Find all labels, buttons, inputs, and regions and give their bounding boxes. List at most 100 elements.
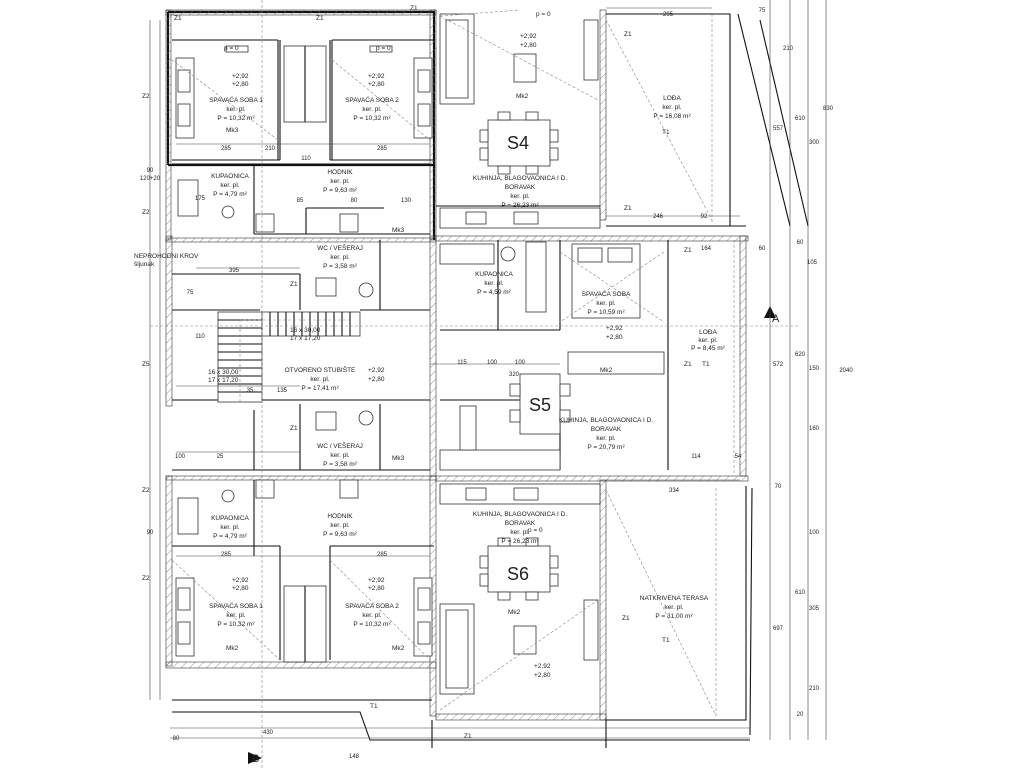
- dim-text: 2040: [839, 368, 853, 374]
- dim-text: 620: [795, 352, 806, 358]
- dim-text: 246: [653, 214, 664, 220]
- dim-text: 114: [691, 454, 701, 460]
- room-name: NATKRIVENA TERASA: [640, 595, 709, 602]
- room-name: HODNIK: [327, 513, 353, 520]
- dim-text: 300: [809, 140, 820, 146]
- p-marker: p = 0: [528, 527, 543, 534]
- room-labels: SPAVAĆA SOBA 1 ker. pl. P = 10,32 m² SPA…: [209, 95, 726, 628]
- room-name: KUPAONICA: [211, 173, 249, 180]
- room-finish: ker. pl.: [596, 300, 615, 307]
- dim-text: 90: [147, 530, 154, 536]
- room-finish: ker. pl.: [330, 452, 349, 459]
- zone-marker: Z1: [684, 247, 692, 254]
- stair-spec: 16 x 30,00: [290, 327, 321, 334]
- dim-text: 164: [701, 246, 712, 252]
- t1-marker: T1: [702, 361, 710, 368]
- room-finish: ker. pl.: [330, 254, 349, 261]
- zone-marker: Z1: [316, 15, 324, 22]
- room-area: P = 4,79 m²: [213, 191, 247, 198]
- room-area: P = 31,00 m²: [655, 613, 693, 620]
- dim-text: 285: [221, 552, 232, 558]
- room-finish: ker. pl.: [362, 612, 381, 619]
- room-name: OTVORENO STUBIŠTE: [285, 365, 356, 374]
- room-name: WC / VEŠERAJ: [317, 441, 363, 450]
- room-finish: ker. pl.: [330, 522, 349, 529]
- dim-text: 75: [759, 8, 766, 14]
- dim-text: 115: [457, 360, 467, 366]
- room-name: SPAVAĆA SOBA 2: [345, 95, 399, 104]
- p-marker: p = 0: [376, 45, 391, 52]
- room-finish: ker. pl.: [310, 376, 329, 383]
- room-area: P = 17,41 m²: [301, 385, 339, 392]
- dim-text: 20: [797, 712, 804, 718]
- dim-text: 305: [809, 606, 820, 612]
- dim-text: 210: [809, 686, 820, 692]
- dim-text: 100: [487, 360, 498, 366]
- dim-text: 395: [229, 268, 240, 274]
- dim-text: 285: [377, 552, 388, 558]
- dim-text: 85: [297, 198, 304, 204]
- room-area: P = 16,08 m²: [653, 113, 691, 120]
- dim-text: 110: [301, 156, 311, 162]
- dim-text: 557: [773, 126, 784, 132]
- dim-text: 70: [775, 484, 782, 490]
- dim-text: 148: [349, 754, 360, 760]
- section-a-marker: A: [772, 313, 780, 325]
- room-name: LOĐA: [663, 95, 681, 102]
- dim-text: 430: [263, 730, 274, 736]
- level-label: +2,80: [606, 334, 623, 341]
- stair-spec: 16 x 30,00: [208, 369, 239, 376]
- level-label: +2,92: [534, 663, 551, 670]
- room-name: SPAVAĆA SOBA 1: [209, 601, 263, 610]
- zone-marker: Z1: [624, 31, 632, 38]
- dim-text: 35: [247, 388, 254, 394]
- level-label: +2,80: [368, 81, 385, 88]
- level-label: +2,80: [520, 42, 537, 49]
- dimension-numbers: 285 210 110 285 295 246 92 164 334 100 6…: [140, 8, 853, 760]
- room-area: P = 10,32 m²: [217, 621, 255, 628]
- room-area: P = 20,79 m²: [587, 444, 625, 451]
- room-name: KUHINJA, BLAGOVAONICA I D.: [559, 417, 653, 424]
- room-area: P = 8,45 m²: [691, 345, 725, 352]
- t1-marker: T1: [370, 703, 378, 710]
- level-label: +2,80: [534, 672, 551, 679]
- dim-text: 120+20: [140, 176, 161, 182]
- dim-text: 295: [663, 12, 674, 18]
- room-finish: ker. pl.: [220, 182, 239, 189]
- zone-marker: Z1: [290, 425, 298, 432]
- dim-text: 130: [401, 198, 412, 204]
- mk-marker: Mk2: [600, 367, 613, 374]
- dim-text: 90: [147, 168, 154, 174]
- dim-text: 334: [669, 488, 680, 494]
- dim-text: 135: [277, 388, 288, 394]
- room-name: SPAVAĆA SOBA 2: [345, 601, 399, 610]
- room-name: SPAVAĆA SOBA: [582, 289, 631, 298]
- level-label: +2,80: [232, 81, 249, 88]
- dim-text: 697: [773, 626, 784, 632]
- zone-marker: Z2: [142, 209, 150, 216]
- level-label: +2,80: [368, 585, 385, 592]
- dim-text: 285: [377, 146, 388, 152]
- zone-marker: Z1: [684, 361, 692, 368]
- room-area: P = 3,58 m²: [323, 461, 357, 468]
- t1-marker: T1: [662, 637, 670, 644]
- room-area: P = 26,23 m²: [501, 538, 539, 545]
- level-label: +2,92: [368, 73, 385, 80]
- room-area: P = 10,59 m²: [587, 309, 625, 316]
- dim-text: 610: [795, 590, 806, 596]
- room-area: P = 10,32 m²: [353, 621, 391, 628]
- room-area: P = 26,23 m²: [501, 202, 539, 209]
- room-name-2: BORAVAK: [591, 426, 622, 433]
- mk-marker: Mk2: [392, 645, 405, 652]
- room-finish: ker. pl.: [596, 435, 615, 442]
- room-area: P = 4,59 m²: [477, 289, 511, 296]
- mk-marker: Mk3: [226, 127, 239, 134]
- room-finish: ker. pl.: [362, 106, 381, 113]
- zone-marker: Z1: [290, 281, 298, 288]
- section-b-marker: B: [252, 753, 259, 765]
- dim-text: 572: [773, 362, 784, 368]
- room-finish: ker. pl.: [664, 604, 683, 611]
- roof-label: NEPROHODNI KROV: [134, 253, 199, 260]
- room-name: LOĐA: [699, 329, 717, 336]
- room-area: P = 3,58 m²: [323, 263, 357, 270]
